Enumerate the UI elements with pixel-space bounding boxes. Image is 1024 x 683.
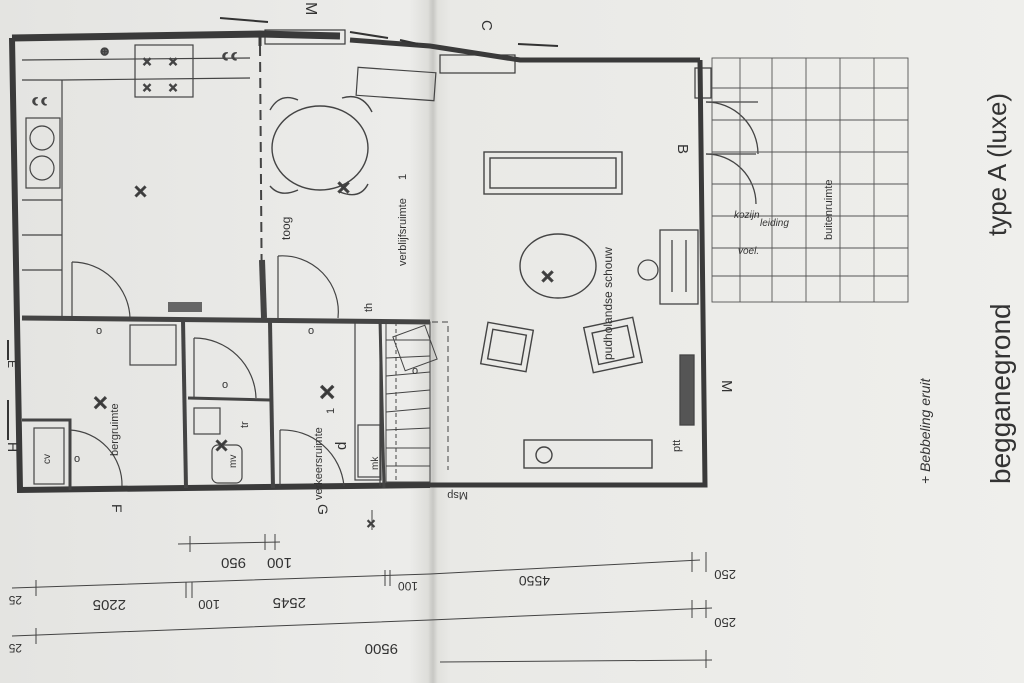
- note-leiding: leiding: [760, 218, 789, 229]
- label-d: d: [333, 442, 350, 450]
- dim-100a: 100: [267, 554, 292, 571]
- dim-250b: 250: [714, 615, 736, 630]
- svg-text:✕: ✕: [168, 55, 178, 69]
- dimension-lines: ✕: [11, 510, 713, 668]
- plan-subtitle: type A (luxe): [982, 93, 1012, 236]
- label-hall-num: 1: [325, 408, 337, 414]
- exterior-walls: [9, 29, 712, 494]
- dining-table: ✕: [269, 95, 373, 199]
- kitchen-counter: ✕ ✕ ✕ ✕ ✕ ⊕ ☾☾ ☾☾: [21, 44, 251, 316]
- label-o5: o: [412, 365, 418, 377]
- dim-4550: 4550: [519, 573, 550, 589]
- svg-text:✕: ✕: [92, 393, 109, 415]
- dim-250a: 250: [714, 567, 736, 582]
- compass-m-top: M: [302, 2, 319, 15]
- compass-labels: M C B M E H G F: [5, 2, 735, 515]
- compass-e: E: [5, 360, 19, 368]
- compass-b: B: [674, 144, 691, 154]
- label-cv: cv: [42, 454, 53, 464]
- label-msp: Msp: [447, 489, 468, 501]
- label-storage: bergruimte: [109, 403, 121, 456]
- toilet-room-fixtures: ✕ ✕: [193, 319, 382, 487]
- dim-25a: 25: [8, 593, 22, 607]
- svg-text:✕: ✕: [318, 380, 336, 405]
- title-block: begganegrond type A (luxe) + Bebbeling e…: [917, 93, 1016, 484]
- dim-100c: 100: [398, 579, 418, 593]
- label-o1: o: [96, 325, 102, 337]
- dim-25b: 25: [8, 641, 22, 655]
- label-o3: o: [308, 325, 314, 337]
- dimension-labels: 950 100 2545 100 2205 25 4550 250 100 95…: [8, 554, 736, 657]
- label-th: th: [363, 303, 375, 312]
- svg-text:✕: ✕: [142, 55, 152, 69]
- fireplace: [637, 229, 699, 305]
- outdoor-terrace-grid: [711, 57, 909, 303]
- plan-title: begganegrond: [985, 303, 1016, 484]
- compass-f: F: [109, 504, 125, 513]
- window-marks: [7, 17, 559, 440]
- svg-text:☾☾: ☾☾: [32, 97, 50, 108]
- label-o4: o: [74, 453, 80, 465]
- dim-2205: 2205: [93, 596, 126, 613]
- note-voel: voel.: [738, 246, 759, 257]
- label-tr: tr: [239, 421, 251, 428]
- label-o2: o: [222, 379, 228, 391]
- label-ptt: ptt: [671, 440, 683, 452]
- label-opening: toog: [279, 217, 293, 240]
- label-hall: verkeersruimte: [313, 427, 325, 500]
- svg-text:✕: ✕: [336, 178, 351, 198]
- interior-walls: [21, 45, 431, 490]
- compass-g: G: [315, 504, 331, 515]
- label-mv: mv: [228, 455, 239, 468]
- paper-fold: [428, 0, 438, 683]
- dim-100b: 100: [198, 597, 220, 612]
- compass-c: C: [478, 20, 495, 31]
- svg-text:⊕: ⊕: [100, 46, 109, 58]
- dim-950: 950: [221, 554, 246, 571]
- compass-h: H: [5, 442, 21, 452]
- fixture-labels: th cv tr mk mv ptt Msp d o o o o o kozij…: [42, 210, 789, 501]
- compass-m-right: M: [718, 380, 735, 393]
- dim-9500: 9500: [365, 640, 398, 657]
- handwritten-note: + Bebbeling eruit: [917, 377, 933, 484]
- svg-text:✕: ✕: [168, 81, 178, 95]
- dim-2545: 2545: [273, 594, 306, 611]
- staircase: [385, 321, 449, 483]
- svg-text:☾☾: ☾☾: [222, 52, 240, 63]
- label-living: pudholandse schouw: [601, 247, 615, 360]
- room-labels: pudholandse schouw verblijfsruimte 1 ver…: [109, 174, 835, 500]
- label-dining: verblijfsruimte: [397, 198, 409, 266]
- svg-text:✕: ✕: [214, 436, 229, 456]
- svg-text:✕: ✕: [142, 81, 152, 95]
- label-mk: mk: [370, 456, 381, 470]
- note-kozijn: kozijn: [734, 210, 760, 221]
- svg-text:✕: ✕: [366, 517, 376, 531]
- svg-text:✕: ✕: [540, 267, 555, 287]
- label-outdoor: buitenruimte: [823, 179, 835, 240]
- garden-doors: [679, 101, 759, 426]
- storage-room-fixtures: ✕: [33, 324, 177, 487]
- svg-text:✕: ✕: [133, 182, 148, 202]
- label-dining-num: 1: [397, 174, 409, 180]
- living-room-furniture: ✕: [479, 151, 653, 469]
